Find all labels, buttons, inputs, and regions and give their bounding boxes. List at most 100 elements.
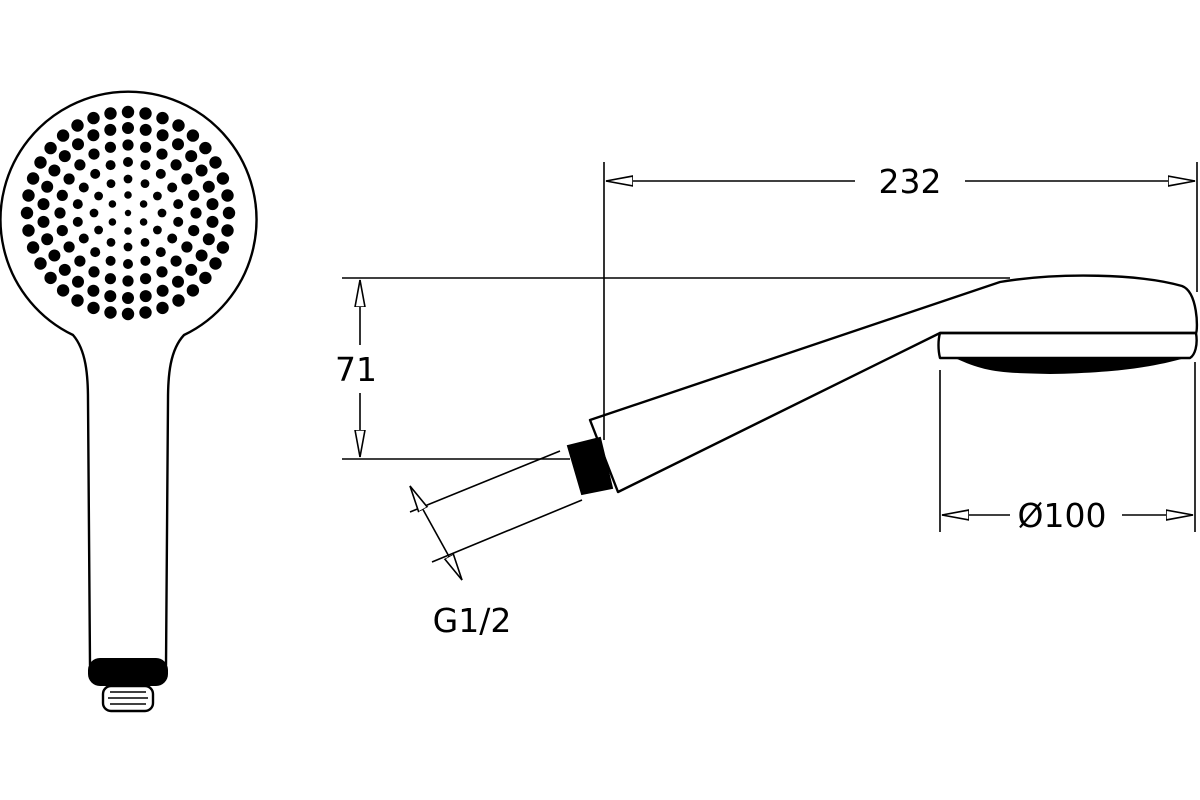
spray-hole [78,182,89,193]
spray-hole [105,255,116,266]
dim-label-thread: G1/2 [433,601,512,640]
spray-hole [173,216,184,227]
spray-hole [63,173,75,185]
dimension-length: 232 [603,162,1198,440]
dimension-thread: G1/2 [410,450,583,640]
spray-hole [139,123,152,136]
spray-hole [87,284,100,297]
spray-hole [41,233,54,246]
spray-holes [20,105,236,321]
spray-hole [26,172,40,185]
spray-hole [124,191,132,199]
spray-hole [140,255,151,266]
spray-hole [153,191,162,201]
spray-hole [44,141,57,155]
spray-hole [186,284,200,297]
spray-hole [56,225,68,237]
spray-hole [121,105,135,119]
spray-face [937,331,1198,360]
spray-hole [173,199,184,210]
spray-hole [22,189,35,202]
spray-hole [22,224,35,237]
spray-hole [139,306,152,319]
front-connector [88,658,168,713]
spray-hole [181,173,193,185]
spray-hole [155,247,166,258]
dim-line-thread [410,486,462,580]
spray-hole [156,148,168,160]
dim-label-height: 71 [335,350,377,389]
spray-hole [78,233,89,244]
spray-hole [89,208,99,218]
spray-hole [72,138,84,151]
spray-hole [188,189,200,201]
spray-hole [199,141,212,155]
spray-hole [41,180,54,193]
spray-hole [106,238,116,247]
spray-hole [185,263,198,276]
spray-hole [209,257,222,270]
spray-hole [221,224,234,237]
spray-hole [206,215,219,228]
spray-hole [155,168,166,179]
spray-hole [104,306,117,319]
spray-hole [157,208,167,218]
dim-label-diameter: Ø100 [1018,496,1107,535]
spray-hole [94,225,103,235]
side-view [566,274,1199,496]
spray-hole [48,164,61,177]
spray-hole [140,179,150,189]
spray-hole [74,255,86,267]
spray-hole [181,241,193,253]
spray-hole [48,249,61,262]
spray-hole [105,160,116,171]
spray-hole [139,200,148,208]
spray-hole [34,156,47,169]
spray-hole [199,271,212,285]
spray-hole [170,159,182,171]
dimension-diameter: Ø100 [939,362,1196,535]
spray-hole [74,159,86,171]
spray-hole [104,123,117,136]
spray-hole [104,141,116,153]
spray-hole [71,294,84,307]
spray-hole [172,138,184,151]
spray-hole [156,284,169,297]
spray-hole [123,242,133,252]
front-outline [0,90,258,667]
spray-hole [124,209,132,217]
spray-hole [167,182,178,193]
spray-hole [88,266,100,278]
spray-hole [221,189,234,202]
side-thread [566,436,614,496]
spray-hole [140,141,152,153]
spray-hole [56,129,70,142]
spray-hole [121,307,135,321]
spray-hole [216,172,230,185]
spray-hole [139,290,152,303]
spray-hole [216,241,230,254]
spray-hole [37,215,50,228]
spray-hole [88,148,100,160]
spray-hole [94,191,103,201]
spray-hole [170,255,182,267]
spray-hole [72,216,83,227]
spray-hole [106,179,116,189]
spray-hole [122,292,134,304]
spray-hole [87,129,100,142]
spray-hole [87,111,100,125]
spray-hole [195,249,208,262]
spray-hole [202,180,215,193]
spray-hole [167,233,178,244]
spray-hole [153,225,162,235]
spray-hole [87,301,100,315]
spray-hole [123,157,133,167]
spray-hole [124,227,132,235]
spray-hole [209,156,222,169]
spray-hole [90,168,101,179]
spray-hole [56,189,68,201]
spray-hole [156,301,169,315]
spray-hole [195,164,208,177]
spray-hole [172,119,185,132]
